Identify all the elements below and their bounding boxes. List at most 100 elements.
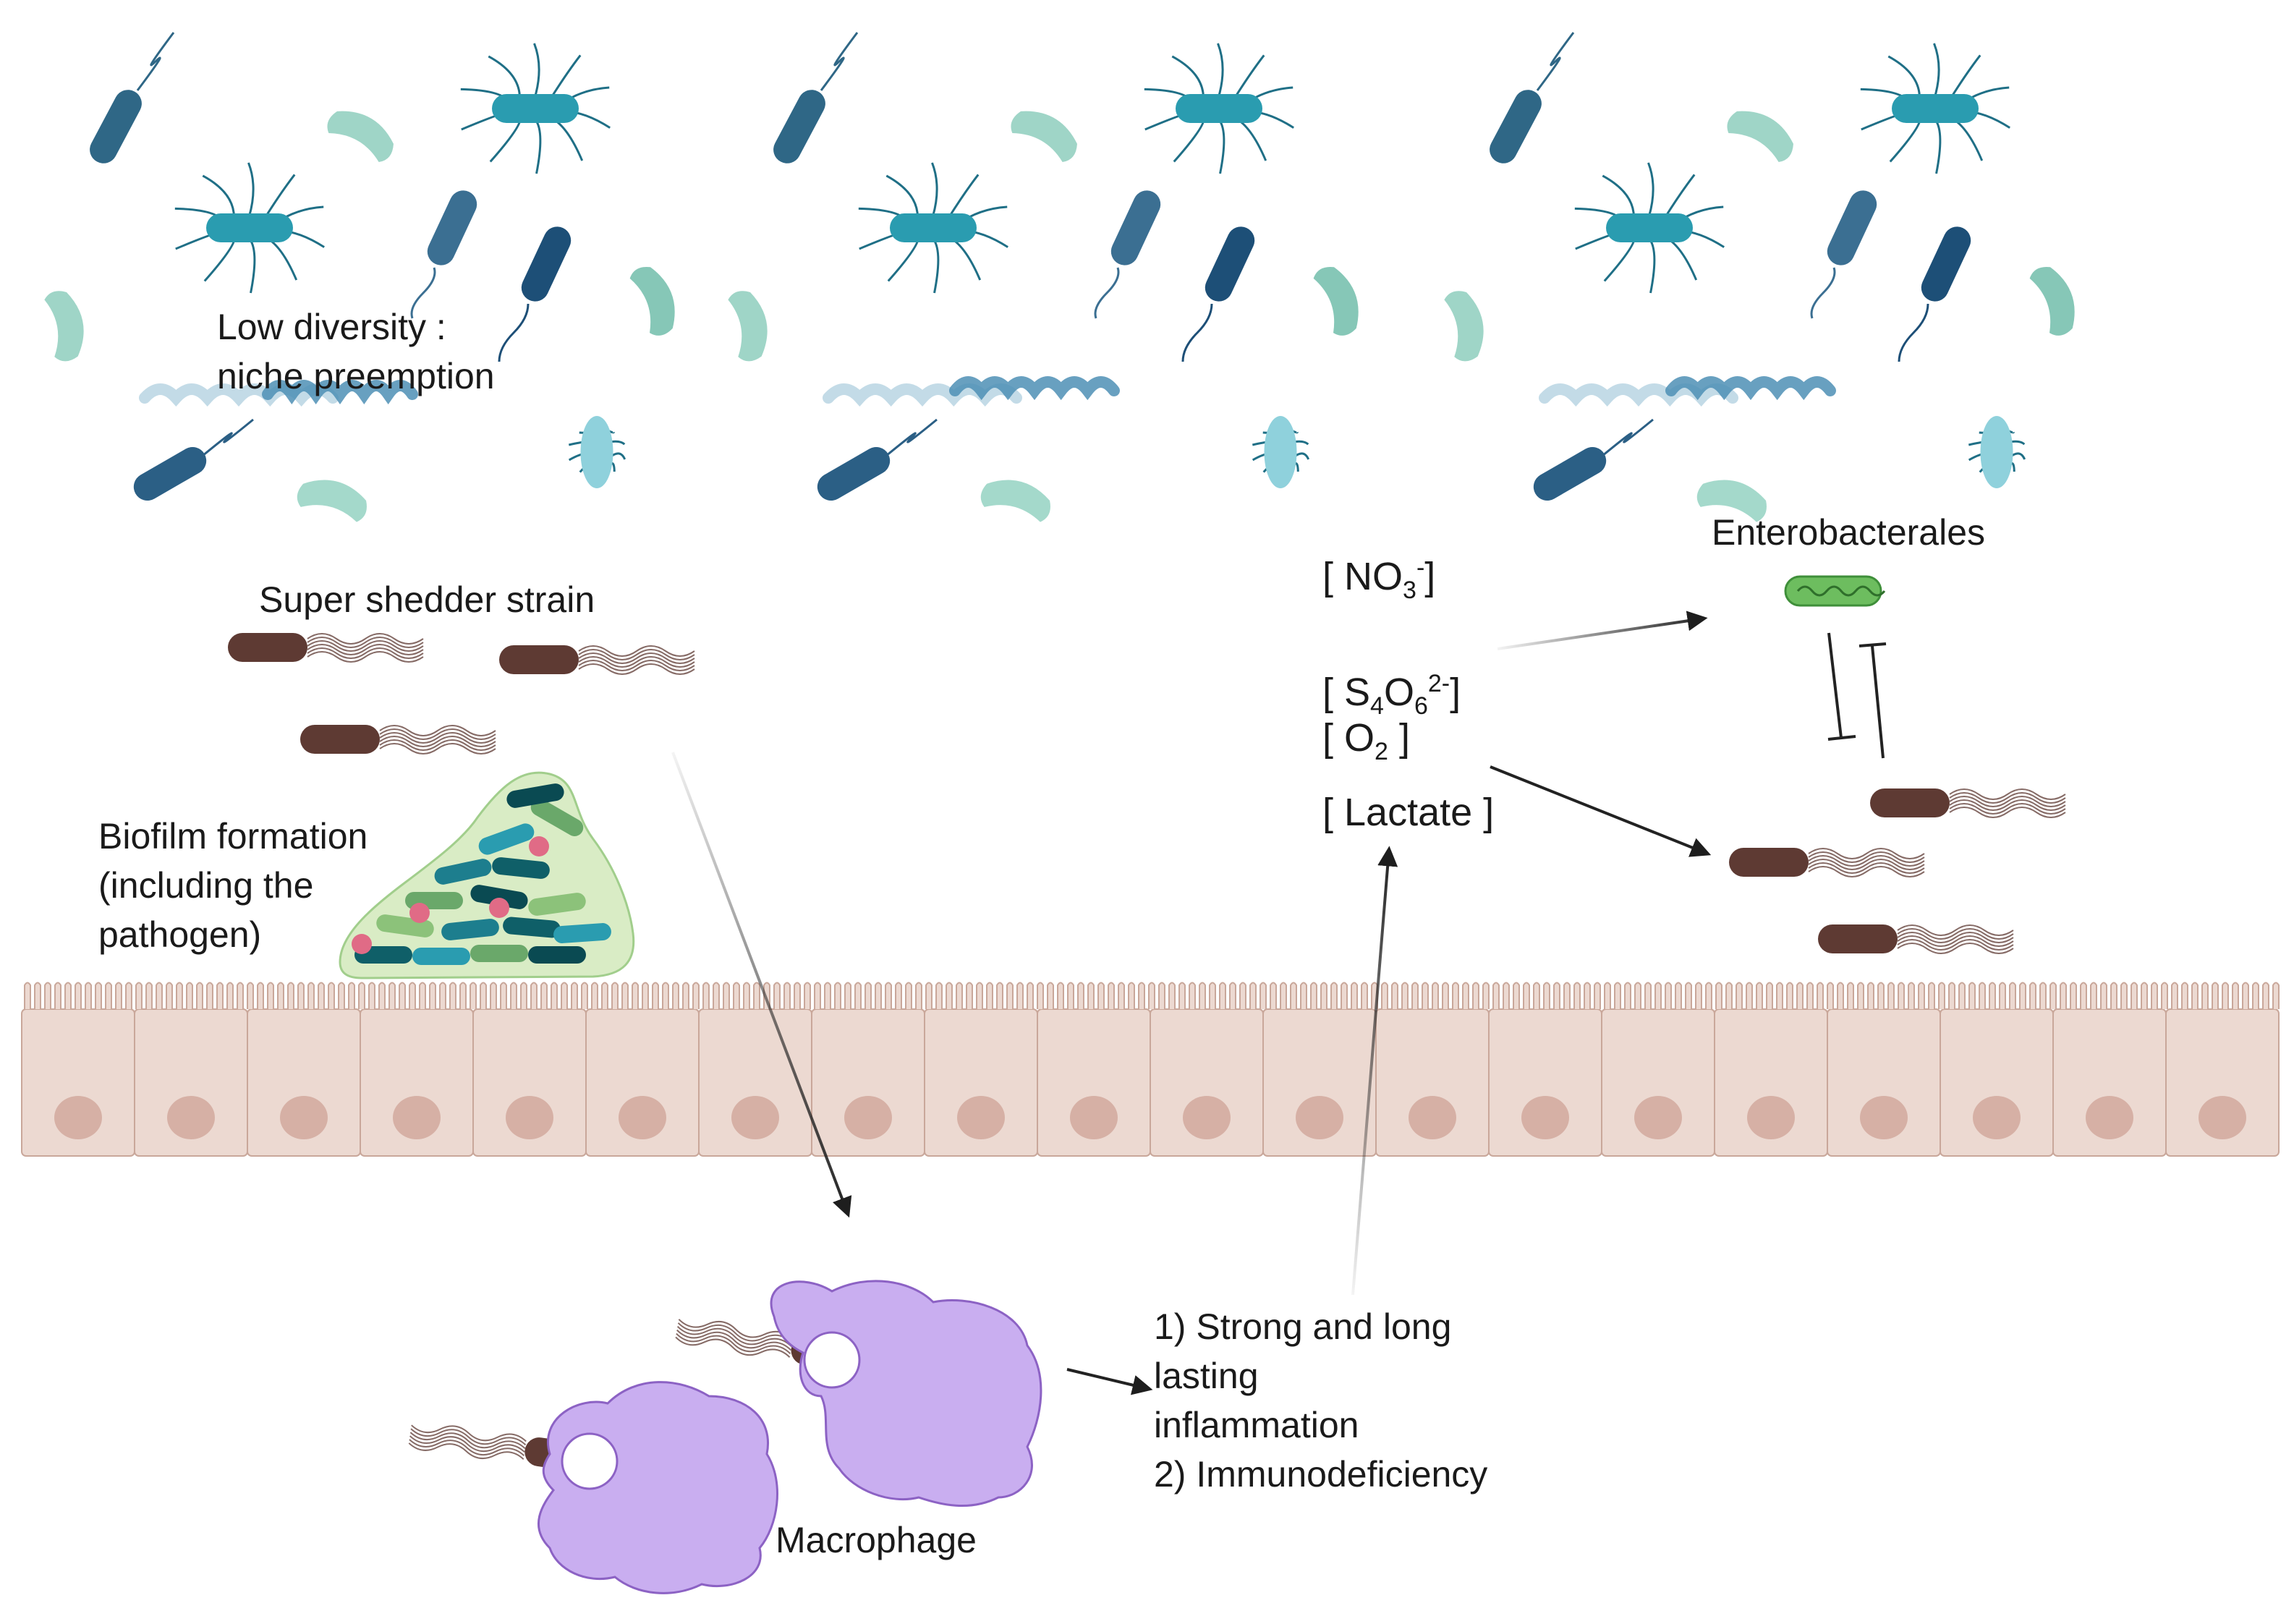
arrow-inflammation-to-lactate — [1351, 846, 1398, 1296]
cell-nucleus — [54, 1096, 102, 1139]
biofilm-cocci — [529, 836, 549, 856]
cell-nucleus — [1860, 1096, 1908, 1139]
cell-nucleus — [1183, 1096, 1231, 1139]
biofilm-bacterium — [434, 859, 492, 885]
biofilm-cocci — [352, 934, 372, 954]
flagellated-bacterium — [1574, 162, 1725, 294]
cell-nucleus — [167, 1096, 215, 1139]
biofilm-bacterium — [506, 783, 564, 808]
pathogen-bacterium — [499, 645, 695, 675]
outcome-line4: 2) Immunodeficiency — [1154, 1454, 1488, 1495]
microbiota-cluster — [728, 32, 1359, 522]
epithelium — [21, 982, 2280, 1157]
pathogen-bacterium — [1729, 848, 1925, 877]
cell-nucleus — [1409, 1096, 1456, 1139]
biofilm-bacterium — [553, 923, 611, 943]
arrow-to-enterobacterales — [1497, 611, 1708, 650]
arrow-shedder-to-macrophage — [671, 752, 852, 1218]
flagellated-bacterium — [1968, 416, 2026, 488]
nitrate-concentration: [ NO3-] — [1322, 554, 1436, 604]
curved-bacterium — [297, 480, 367, 522]
macrophage-label: Macrophage — [776, 1520, 977, 1560]
biofilm-bacterium — [530, 799, 584, 836]
pathogen-bacterium — [1818, 924, 2014, 954]
cell-nucleus — [957, 1096, 1005, 1139]
curved-bacterium — [1011, 111, 1077, 163]
biofilm-bacterium — [503, 917, 561, 938]
low-diversity-label-line1: Low diversity : — [217, 307, 446, 347]
cell-nucleus — [2199, 1096, 2246, 1139]
biofilm-label-line2: (including the — [98, 865, 314, 906]
spirochete — [1539, 383, 1738, 407]
spirochete — [1665, 376, 1836, 401]
rod-bacterium — [90, 90, 142, 163]
curved-bacterium — [327, 111, 394, 163]
tetrathionate-concentration: [ S4O62-] — [1322, 670, 1461, 720]
arrow-to-outcome — [1066, 1368, 1153, 1395]
arrows — [671, 611, 1712, 1395]
cell-nucleus — [506, 1096, 553, 1139]
cell-nucleus — [731, 1096, 779, 1139]
rod-bacterium — [521, 226, 572, 302]
biofilm-label-line3: pathogen) — [98, 914, 262, 955]
biofilm-bacterium — [470, 885, 528, 909]
biofilm-cocci — [409, 903, 430, 923]
macrophage-2 — [537, 1381, 778, 1594]
curved-bacterium — [1313, 266, 1359, 336]
outcome-line1: 1) Strong and long — [1154, 1306, 1452, 1347]
microbiota-cluster — [1444, 32, 2075, 522]
curved-bacterium — [1696, 480, 1767, 522]
cell-nucleus — [280, 1096, 328, 1139]
flagellated-bacterium — [460, 43, 611, 174]
spirochete — [949, 376, 1120, 401]
macrophage-1 — [770, 1280, 1042, 1507]
cell-nucleus — [1070, 1096, 1118, 1139]
cell-nucleus — [393, 1096, 441, 1139]
super-shedder-label: Super shedder strain — [259, 579, 595, 620]
rod-bacterium — [1110, 190, 1161, 265]
curved-bacterium — [1444, 291, 1484, 362]
cell-nucleus — [844, 1096, 892, 1139]
rod-bacterium — [1921, 226, 1971, 302]
rod-bacterium — [817, 447, 891, 501]
arrow-to-pathogen — [1490, 765, 1712, 857]
pathogen-bacterium — [228, 633, 424, 663]
curved-bacterium — [1727, 111, 1793, 163]
spirochete — [823, 383, 1022, 407]
biofilm-bacterium — [470, 945, 528, 962]
biofilm-bacterium — [492, 857, 550, 879]
rod-bacterium — [1490, 90, 1542, 163]
flagellated-bacterium — [174, 162, 325, 294]
cell-nucleus — [1521, 1096, 1569, 1139]
biofilm-bacterium — [441, 919, 499, 940]
spirochete — [139, 383, 339, 407]
spirochete — [262, 380, 418, 405]
cell-nucleus — [1973, 1096, 2021, 1139]
rod-bacterium — [1827, 190, 1877, 265]
biofilm-bacterium — [528, 893, 586, 916]
enterobacterales-label: Enterobacterales — [1712, 512, 1986, 553]
flagellated-bacterium — [1252, 416, 1310, 488]
flagellated-bacterium — [568, 416, 626, 488]
biofilm-cocci — [489, 898, 509, 918]
curved-bacterium — [44, 291, 84, 362]
biofilm-bacterium — [528, 946, 586, 964]
curved-bacterium — [980, 480, 1050, 522]
biofilm-bacterium — [478, 823, 535, 855]
cell-nucleus — [2086, 1096, 2133, 1139]
flagellated-bacterium — [858, 162, 1008, 294]
biofilm — [339, 771, 635, 979]
biofilm-label-line1: Biofilm formation — [98, 816, 368, 856]
rod-bacterium — [427, 190, 477, 265]
oxygen-concentration: [ O2 ] — [1322, 716, 1410, 765]
pathogen-bacterium — [300, 725, 496, 754]
flagellated-bacterium — [1144, 43, 1294, 174]
outcome-line2: lasting — [1154, 1356, 1259, 1396]
outcome-line3: inflammation — [1154, 1405, 1359, 1445]
enterobacterales-cell — [1784, 575, 1886, 607]
rod-bacterium — [773, 90, 825, 163]
cell-nucleus — [1747, 1096, 1795, 1139]
rod-bacterium — [1205, 226, 1255, 302]
